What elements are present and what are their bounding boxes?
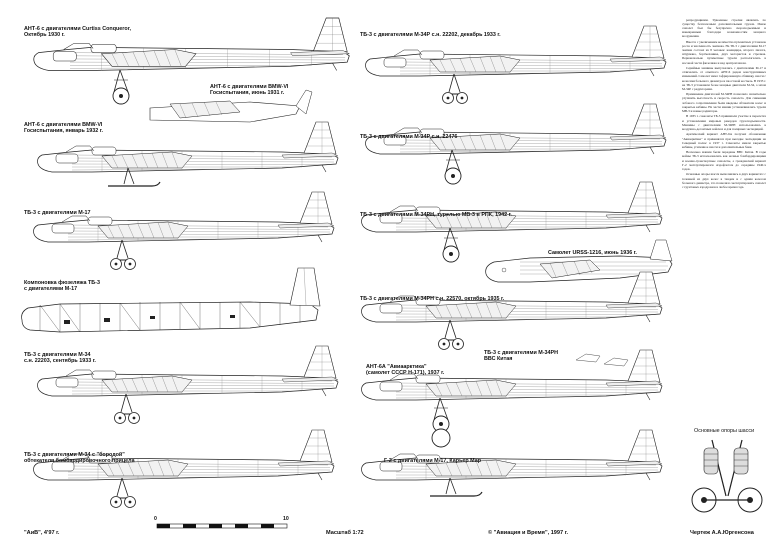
caption-ant6-bmw-1932: АНТ-6 с двигателями BMW-VI Госиспытания,… xyxy=(24,122,103,135)
caption-tb3-m34-beard: ТБ-3 с двигателями М-34 с "бородой" обте… xyxy=(24,452,135,465)
caption-ant6-curtiss: АНТ-6 с двигателями Curtiss Conqueror, О… xyxy=(24,26,131,39)
article-paragraph: Вместе с увеличением количества пулеметн… xyxy=(682,40,766,65)
footer-drawing-credit: Чертеж А.А.Юргенсона xyxy=(690,530,754,536)
caption-tb3-m34rn-22570: ТБ-3 с двигателями М-34РН с.н. 22570, ок… xyxy=(360,296,505,302)
aircraft-tb3-m34-beard xyxy=(33,429,335,508)
landing-gear-detail xyxy=(691,439,763,513)
caption-tb3-m34r-22476: ТБ-3 с двигателями М-34Р с.н. 22476 xyxy=(360,134,458,140)
caption-tb3-m34r-22202: ТБ-3 с двигателями М-34Р с.н. 22202, дек… xyxy=(360,32,501,38)
article-paragraph: Несколько машин были переданы ВВС Китая.… xyxy=(682,150,766,171)
caption-g2-m17: Г-2 с двигателями М-17, Карьер Мар xyxy=(384,458,482,464)
aircraft-tb3-m34rn-22570 xyxy=(361,271,663,350)
article-paragraph: Серийные машины выпускались с двигателям… xyxy=(682,66,766,91)
footer-issue: "АиВ", 4'97 г. xyxy=(24,530,60,536)
aircraft-tb3-m34rn-china xyxy=(575,353,629,367)
aircraft-urss-1216 xyxy=(485,239,673,283)
article-paragraph: Основные опоры шасси выполнялись в двух … xyxy=(682,172,766,189)
caption-tb3-m34rn-mv3: ТБ-3 с двигателями М-34РН, турелью МВ-3 … xyxy=(360,212,512,218)
caption-landing-gear: Основные опоры шасси xyxy=(694,428,755,434)
article-paragraph: репродукциями. Удвоенные стрелки являлис… xyxy=(682,18,766,39)
caption-ant6a-arctic: АНТ-6А "Авиаарктика" (самолет СССР Н-171… xyxy=(366,364,445,377)
caption-fuselage-layout: Компоновка фюзеляжа ТБ-3 с двигателями М… xyxy=(24,280,100,293)
article-text-column: репродукциями. Удвоенные стрелки являлис… xyxy=(682,18,766,426)
caption-ant6-bmw-1931: АНТ-6 с двигателями BMW-VI Госиспытания,… xyxy=(210,84,289,97)
article-paragraph: Применение двигателей М-34РН позволило з… xyxy=(682,92,766,113)
aircraft-ant6-bmw-1931 xyxy=(149,89,313,123)
caption-urss-1216: Самолет URSS-1216, июнь 1936 г. xyxy=(548,250,637,256)
scale-start-label: 0 xyxy=(154,516,157,522)
caption-tb3-m34-22203: ТБ-3 с двигателями М-34 с.н. 22203, сент… xyxy=(24,352,96,365)
article-paragraph: В 1935 г. самолеты ТБ-3 принимали участи… xyxy=(682,114,766,131)
footer-scale: Масштаб 1:72 xyxy=(326,530,364,536)
caption-tb3-m17: ТБ-3 с двигателями М-17 xyxy=(24,210,91,216)
fuselage-layout-drawing xyxy=(21,267,321,333)
scale-end-label: 10 xyxy=(283,516,289,522)
aircraft-tb3-m34r-22476 xyxy=(365,103,667,185)
scale-bar xyxy=(156,523,288,529)
caption-tb3-m34rn-china: ТБ-3 с двигателями М-34РН ВВС Китая xyxy=(484,350,559,363)
aircraft-ant6a-arctic xyxy=(361,349,663,448)
footer-publisher: © "Авиация и Время", 1997 г. xyxy=(488,530,569,536)
aircraft-tb3-m17 xyxy=(33,191,335,270)
article-paragraph: Арктический вариант АНТ-6А получил обозн… xyxy=(682,132,766,149)
